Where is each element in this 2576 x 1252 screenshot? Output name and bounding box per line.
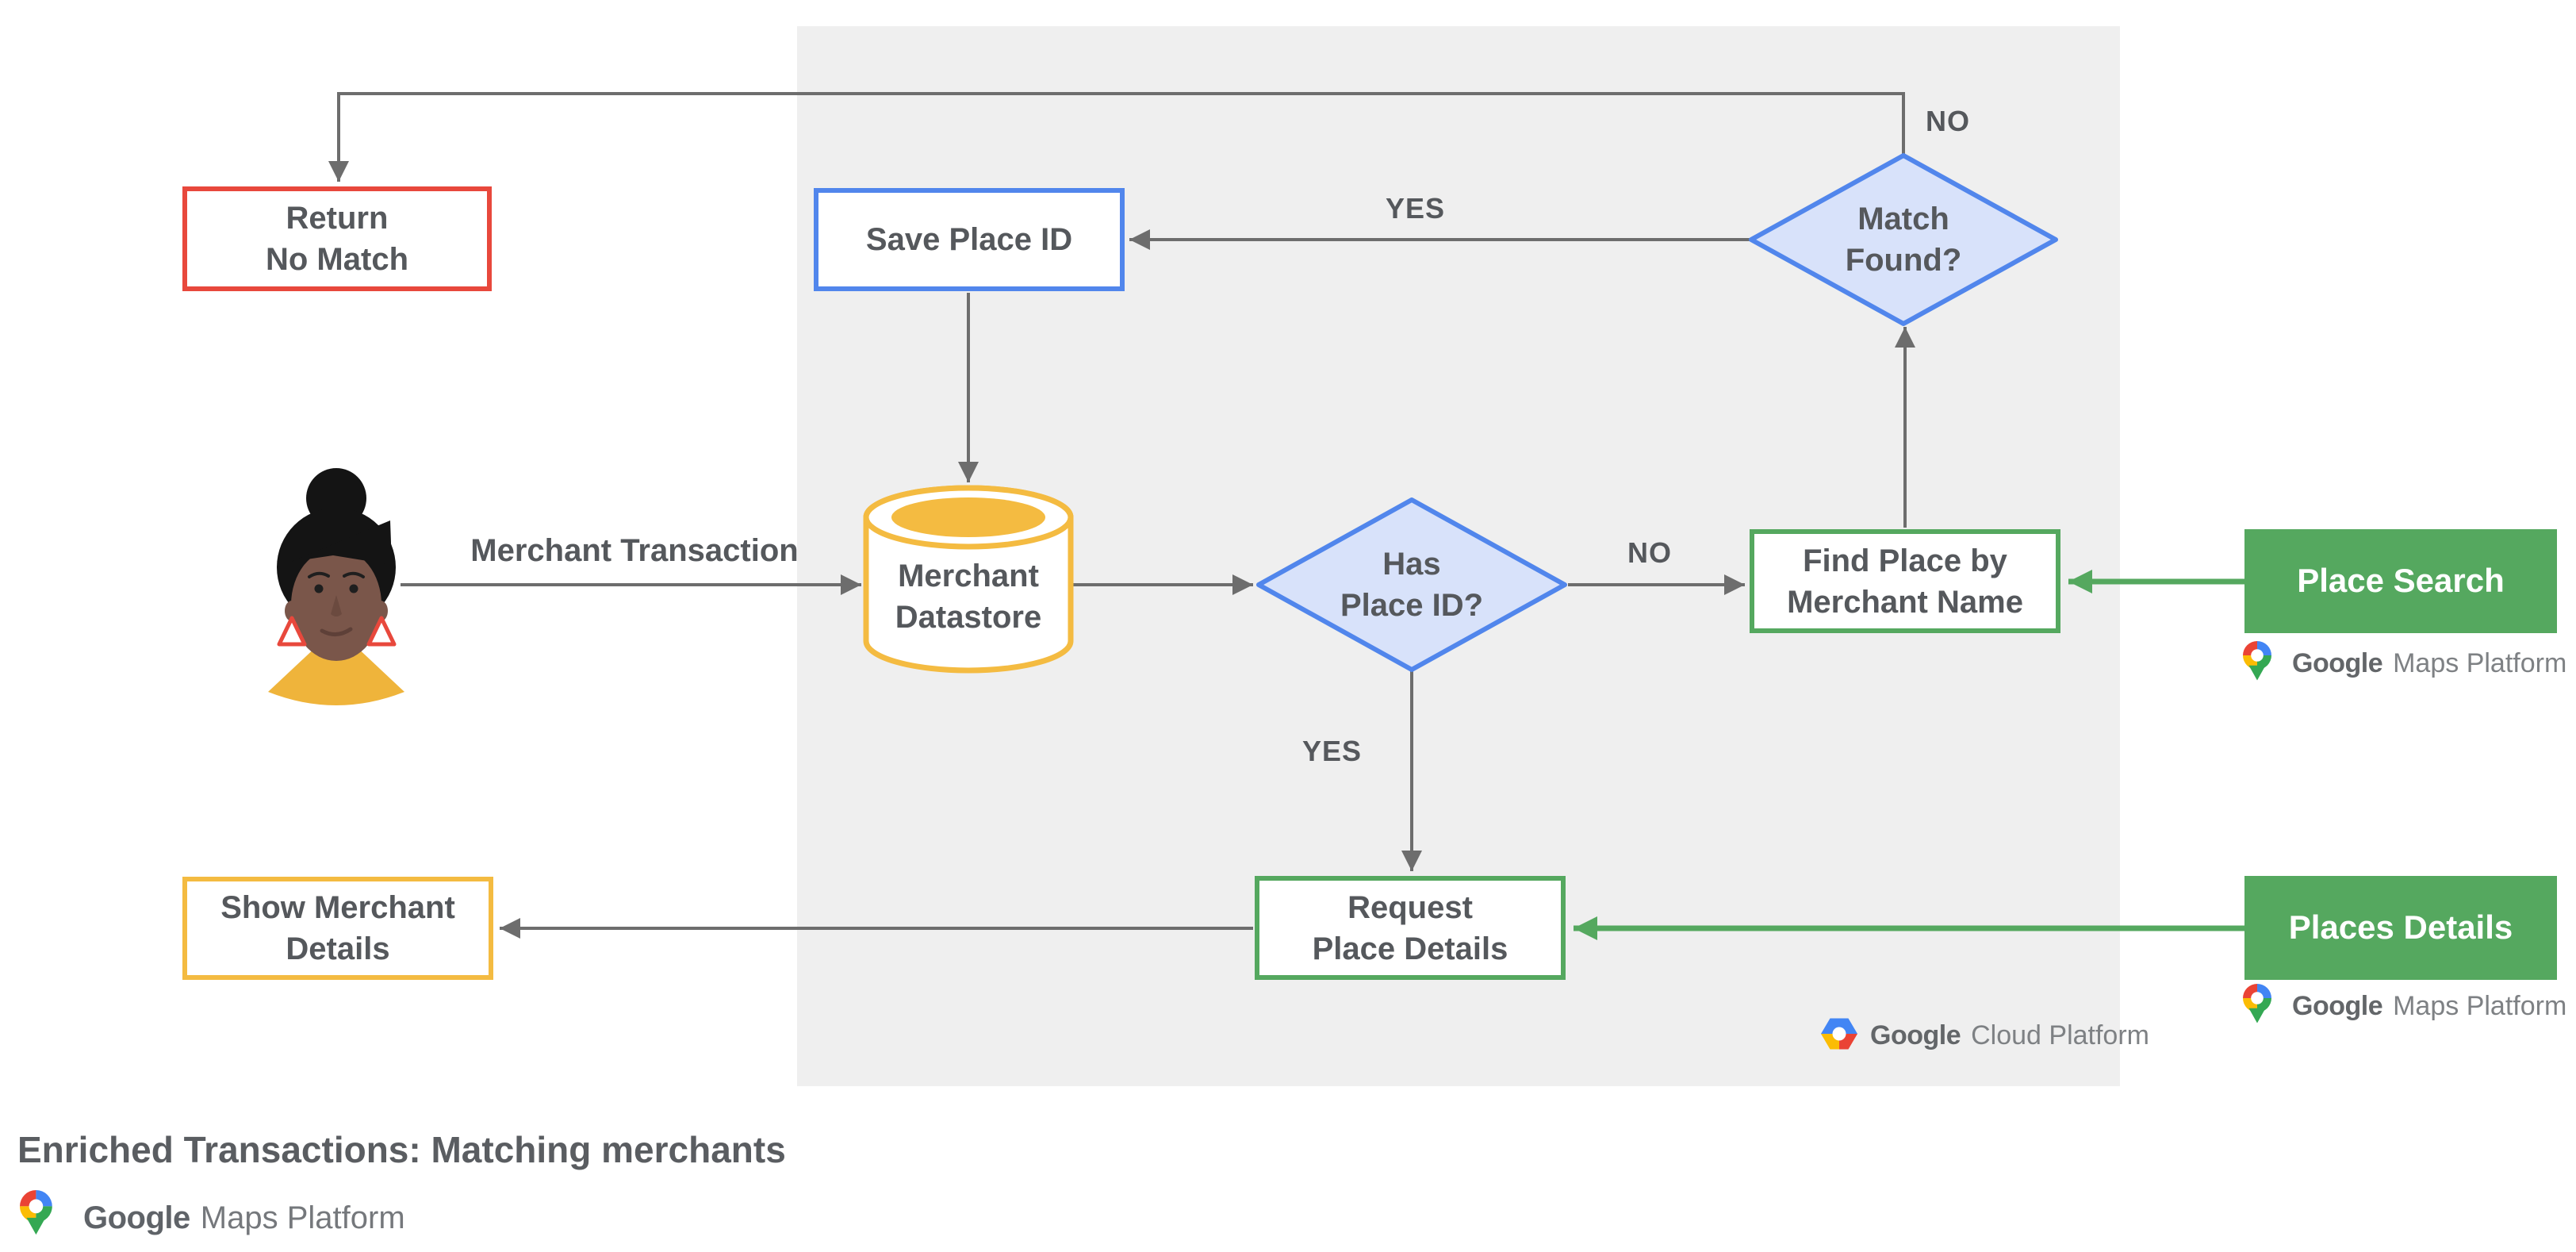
logo-text-google: Google [2292,648,2383,678]
google-maps-platform-logo: Google Maps Platform [2292,648,2566,679]
node-label-line: Request [1347,889,1473,925]
edge-label-merchant-transaction: Merchant Transaction [470,533,799,568]
edge-label-match-found-yes: YES [1386,192,1446,225]
edge-label-match-found-no: NO [1926,105,1970,137]
google-cloud-platform-logo: Google Cloud Platform [1870,1020,2149,1051]
logo-text-google: Google [83,1200,190,1235]
logo-text-product: Cloud Platform [1971,1020,2149,1050]
google-maps-pin-icon [20,1190,52,1235]
node-label-line: Details [286,931,390,966]
node-find-place-by-merchant-name: Find Place by Merchant Name [1750,529,2060,633]
edge-label-has-place-id-no: NO [1627,536,1672,569]
diamond-label-line: Place ID? [1340,588,1484,623]
match-found-diamond [1749,153,2058,326]
google-maps-pin-icon [2243,984,2271,1023]
cylinder-top-icon [891,497,1045,537]
google-maps-pin-icon [2243,641,2271,681]
api-box-place-search: Place Search [2244,529,2557,633]
merchant-datastore-label: Merchant Datastore [872,554,1064,639]
api-box-label: Places Details [2288,908,2513,947]
google-maps-platform-logo: Google Maps Platform [2292,991,2566,1022]
cylinder-label-line: Datastore [895,600,1042,635]
logo-text-google: Google [2292,991,2383,1021]
api-box-label: Place Search [2297,562,2505,600]
node-label-line: Save Place ID [865,222,1073,257]
edge-match-found-no-loop [328,92,1905,182]
logo-text-product: Maps Platform [2393,991,2567,1021]
node-label-line: Show Merchant [220,890,455,925]
diamond-label-line: Found? [1845,243,1962,278]
node-label-line: No Match [266,242,408,277]
logo-text-google: Google [1870,1020,1961,1050]
node-label-line: Merchant Name [1787,584,2023,620]
diamond-label-line: Has [1382,547,1441,582]
node-label-line: Find Place by [1803,543,2007,578]
match-found-diamond-label: Match Found? [1784,197,2022,282]
node-save-place-id: Save Place ID [814,188,1125,291]
cylinder-label-line: Merchant [898,559,1039,593]
user-avatar [268,468,404,705]
has-place-id-diamond [1256,497,1567,672]
has-place-id-diamond-label: Has Place ID? [1293,542,1531,628]
google-cloud-hexagon-icon [1821,1018,1857,1050]
node-label-line: Return [286,201,389,236]
merchant-datastore-cylinder [863,485,1074,674]
node-request-place-details: Request Place Details [1255,876,1566,980]
diamond-label-line: Match [1857,202,1949,236]
node-return-no-match: Return No Match [182,186,492,291]
edge-label-has-place-id-yes: YES [1302,735,1363,767]
node-label-line: Place Details [1312,931,1508,966]
api-box-places-details: Places Details [2244,876,2557,980]
node-show-merchant-details: Show Merchant Details [182,877,493,980]
google-maps-platform-logo: Google Maps Platform [83,1200,405,1236]
logo-text-product: Maps Platform [2393,648,2567,678]
diagram-title: Enriched Transactions: Matching merchant… [17,1129,786,1170]
logo-text-product: Maps Platform [200,1200,405,1235]
